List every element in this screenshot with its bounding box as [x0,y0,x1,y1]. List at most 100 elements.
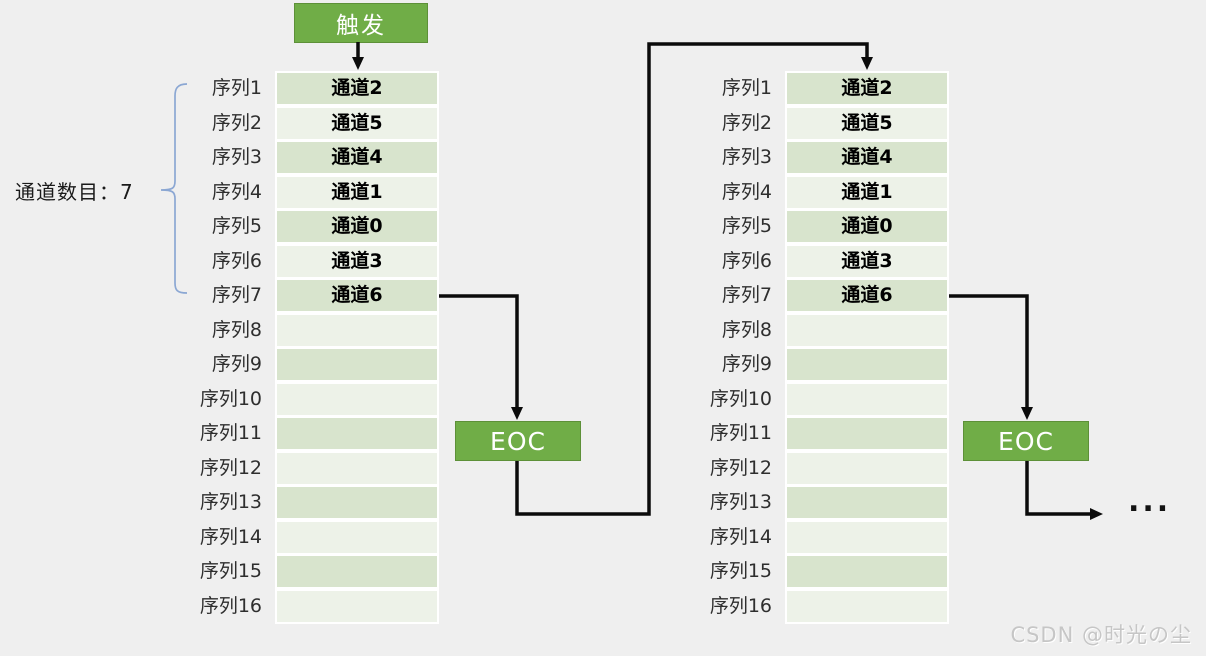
table-row: 序列16 [667,590,949,622]
sequence-label: 序列16 [199,594,262,617]
channel-cell [277,349,437,380]
table-row: 序列16 [157,590,439,622]
channel-cell [787,383,947,415]
channel-cell [787,314,947,346]
table-row: 序列10 [667,383,949,415]
continuation-ellipsis: ... [1128,484,1172,519]
eoc-label: EOC [490,426,546,456]
channel-cell [277,383,437,415]
channel-cell: 通道4 [787,142,947,173]
watermark-text: CSDN @时光の尘 [1010,623,1192,647]
eoc-box-right: EOC [963,421,1089,461]
channel-cell [787,487,947,518]
channel-cell [277,314,437,346]
sequence-label: 序列6 [211,249,262,272]
channel-cell [277,487,437,518]
sequence-label: 序列2 [211,111,262,134]
arrow-seq7-to-right-eoc [949,294,1033,420]
sequence-label: 序列14 [709,525,772,548]
sequence-label: 序列15 [199,560,262,582]
channel-cell: 通道6 [787,280,947,311]
table-row: 序列15 [157,556,439,587]
sequence-label: 序列9 [721,353,772,375]
table-row: 序列12 [667,452,949,484]
channel-cell [787,590,947,622]
sequence-label: 序列7 [721,284,772,306]
channel-cell: 通道2 [787,73,947,104]
sequence-label: 序列5 [211,215,262,237]
table-row: 序列4 通道1 [157,176,439,208]
channel-cell [277,452,437,484]
channel-cell: 通道5 [787,107,947,139]
table-row: 序列12 [157,452,439,484]
sequence-label: 序列2 [721,111,772,134]
sequence-label: 序列5 [721,215,772,237]
channel-cell: 通道2 [277,73,437,104]
channel-cell [277,418,437,449]
table-row: 序列9 [667,349,949,380]
table-row: 序列1 通道2 [667,73,949,104]
table-row: 序列8 [157,314,439,346]
sequence-label: 序列7 [211,284,262,306]
channel-cell [277,521,437,553]
sequence-label: 序列15 [709,560,772,582]
table-row: 序列6 通道3 [157,245,439,277]
sequence-label: 序列10 [709,387,772,410]
sequence-label: 序列3 [721,146,772,168]
table-row: 序列7 通道6 [157,280,439,311]
channel-cell [787,452,947,484]
sequence-label: 序列12 [199,456,262,479]
eoc-box-left: EOC [455,421,581,461]
sequence-label: 序列4 [721,180,772,203]
sequence-label: 序列1 [721,77,772,99]
table-row: 序列8 [667,314,949,346]
table-row: 序列11 [667,418,949,449]
arrow-seq7-to-left-eoc [439,294,523,420]
table-row: 序列7 通道6 [667,280,949,311]
channel-cell: 通道3 [787,245,947,277]
sequence-label: 序列1 [211,77,262,99]
sequence-label: 序列10 [199,387,262,410]
trigger-label: 触发 [336,13,386,39]
table-row: 序列2 通道5 [667,107,949,139]
channel-cell: 通道4 [277,142,437,173]
channel-cell [787,521,947,553]
table-row: 序列9 [157,349,439,380]
table-row: 序列13 [157,487,439,518]
sequence-label: 序列14 [199,525,262,548]
table-row: 序列14 [157,521,439,553]
channel-cell [277,590,437,622]
sequence-label: 序列13 [199,491,262,513]
table-row: 序列5 通道0 [667,211,949,242]
sequence-label: 序列9 [211,353,262,375]
sequence-label: 序列11 [199,422,262,444]
trigger-box: 触发 [294,3,428,43]
sequence-label: 序列11 [709,422,772,444]
table-row: 序列11 [157,418,439,449]
sequence-label: 序列16 [709,594,772,617]
sequence-label: 序列8 [211,318,262,341]
sequence-label: 序列13 [709,491,772,513]
channel-cell [787,418,947,449]
channel-cell: 通道5 [277,107,437,139]
channel-cell: 通道3 [277,245,437,277]
table-row: 序列15 [667,556,949,587]
sequence-label: 序列4 [211,180,262,203]
sequence-label: 序列12 [709,456,772,479]
table-row: 序列14 [667,521,949,553]
table-row: 序列5 通道0 [157,211,439,242]
channel-count-label: 通道数目：7 [15,180,134,204]
eoc-label: EOC [998,426,1054,456]
arrow-right-eoc-to-continuation [1025,461,1103,520]
channel-cell: 通道0 [277,211,437,242]
channel-cell: 通道6 [277,280,437,311]
channel-cell [787,556,947,587]
channel-cell: 通道0 [787,211,947,242]
channel-cell: 通道1 [277,176,437,208]
